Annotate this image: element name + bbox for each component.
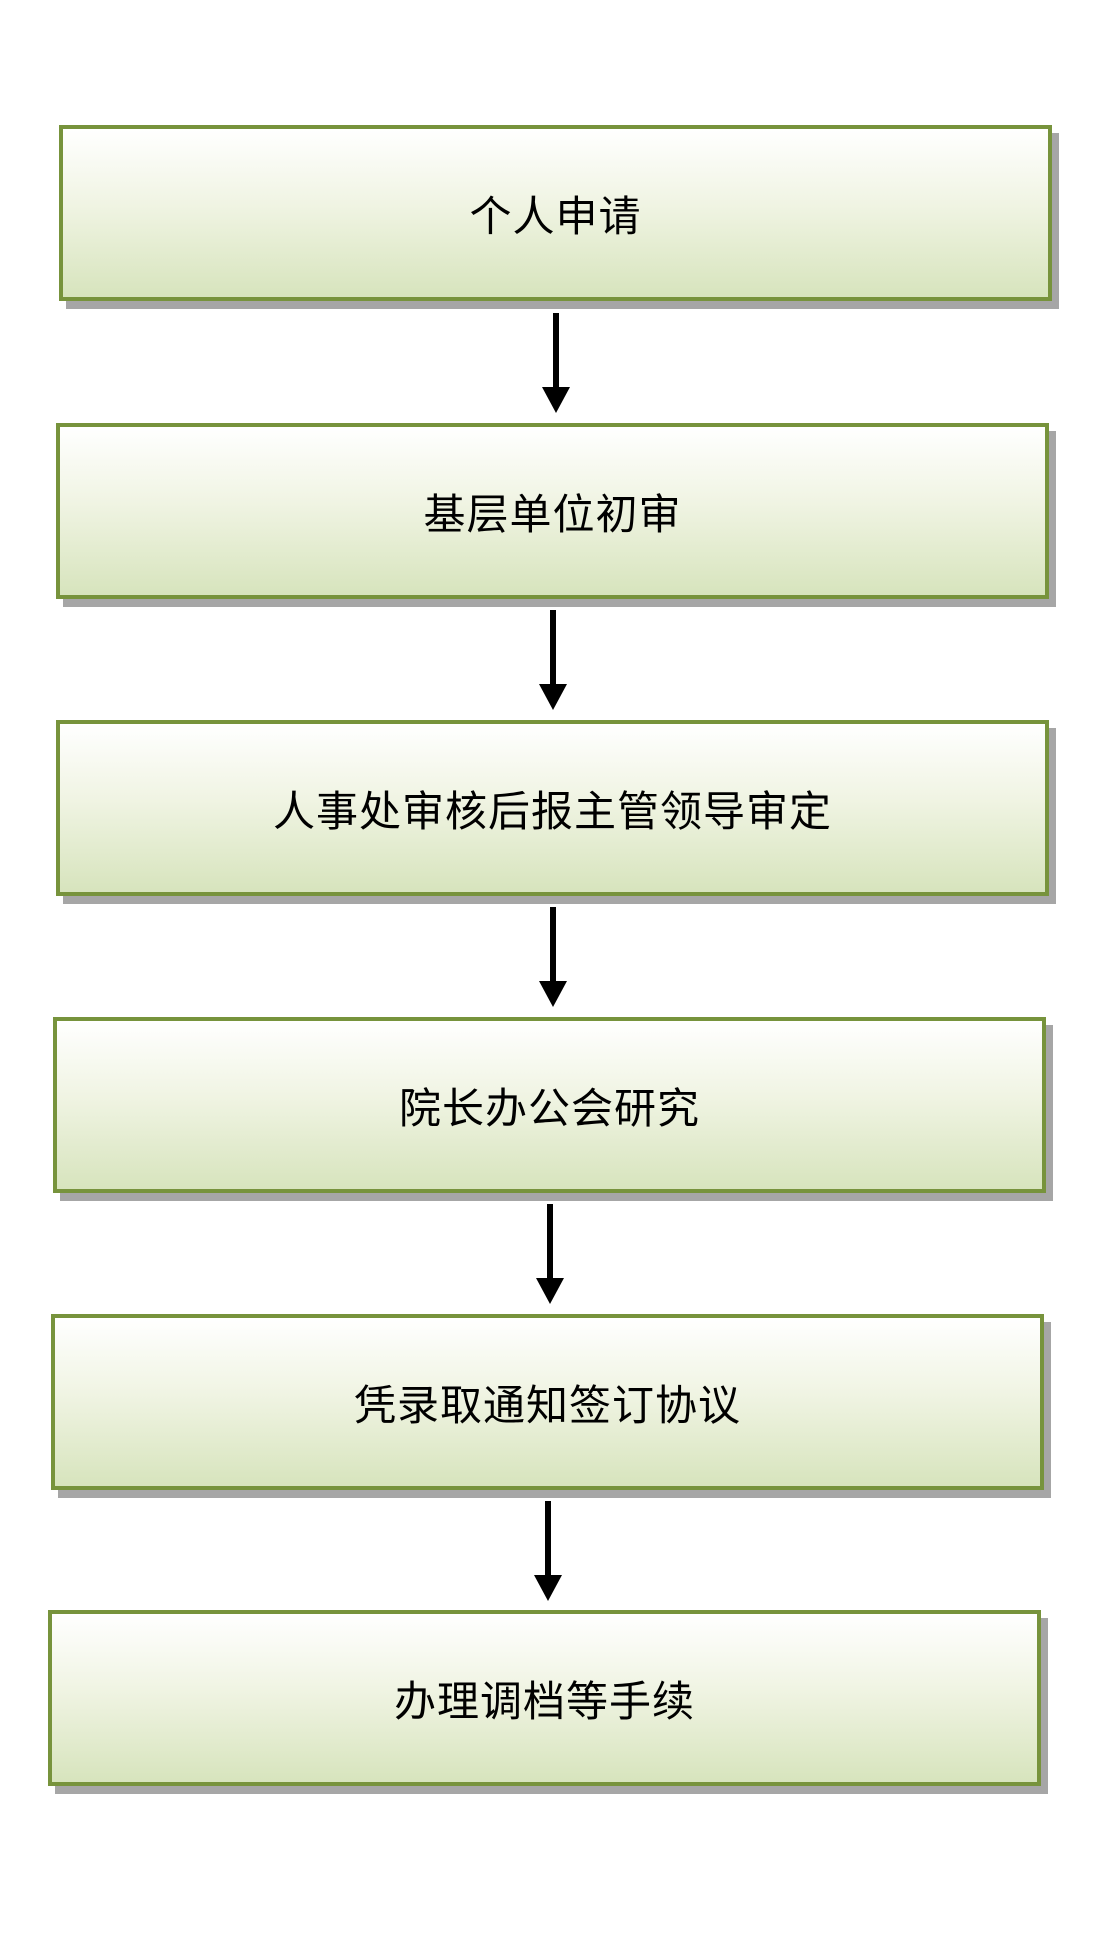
step-label: 个人申请 [469,191,642,241]
step-box-dean-office-meeting: 院长办公会研究 [53,1017,1046,1193]
down-arrow-icon [536,1204,564,1304]
arrow-shaft [547,1204,553,1280]
down-arrow-icon [534,1501,562,1601]
arrow-shaft [545,1501,551,1577]
step-label: 院长办公会研究 [398,1083,700,1133]
step-label: 办理调档等手续 [393,1676,695,1726]
step-box-personal-application: 个人申请 [59,125,1052,301]
step-box-sign-agreement: 凭录取通知签订协议 [51,1314,1044,1490]
arrow-head [534,1575,562,1601]
step-box-unit-preliminary-review: 基层单位初审 [56,423,1049,599]
down-arrow-icon [542,313,570,413]
step-label: 凭录取通知签订协议 [353,1380,741,1430]
step-box-hr-review-approval: 人事处审核后报主管领导审定 [56,720,1049,896]
arrow-shaft [553,313,559,389]
arrow-head [536,1278,564,1304]
step-box-file-transfer-procedures: 办理调档等手续 [48,1610,1041,1786]
arrow-shaft [550,610,556,686]
arrow-head [542,387,570,413]
arrow-head [539,981,567,1007]
down-arrow-icon [539,610,567,710]
arrow-shaft [550,907,556,983]
step-label: 人事处审核后报主管领导审定 [272,786,832,836]
step-label: 基层单位初审 [423,489,682,539]
down-arrow-icon [539,907,567,1007]
arrow-head [539,684,567,710]
